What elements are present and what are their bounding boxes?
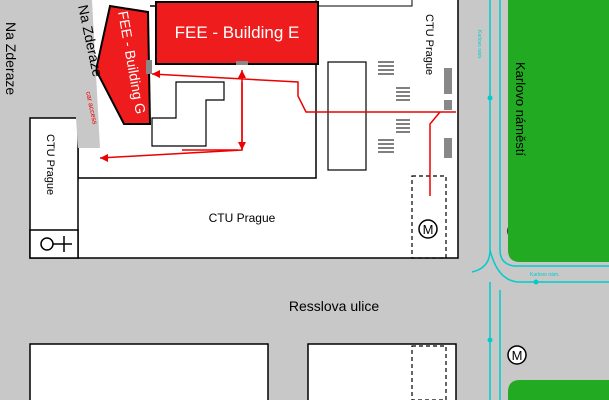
door-markers — [146, 60, 452, 158]
ctu-left-box-label: CTU Prague — [44, 134, 56, 195]
tram-stop-icon — [487, 95, 539, 343]
tram-stop-mid-label: Karlovo nám. — [530, 272, 559, 278]
karlovo-namesti-label: Karlovo náměstí — [513, 62, 528, 156]
inner-building-right — [327, 61, 367, 171]
fee-building-g[interactable] — [94, 4, 152, 125]
fee-building-e[interactable] — [155, 1, 319, 65]
karlovo-namesti-park-south — [508, 380, 609, 400]
karlovo-namesti-park — [508, 0, 609, 262]
svg-text:M: M — [512, 348, 523, 363]
inner-building-left — [151, 81, 225, 147]
female-male-toilet-icon — [40, 236, 72, 252]
route-arrow-icon — [100, 70, 246, 162]
ctu-top-right-label: CTU Prague — [423, 14, 435, 75]
na-zderaze-left-label: Na Zderaze — [3, 22, 19, 95]
south-block-left — [29, 343, 269, 400]
tram-stop-top-label: Karlovo nám. — [476, 30, 482, 59]
na-zderaze-street-strip — [68, 0, 100, 148]
svg-text:M: M — [423, 222, 434, 237]
resslova-ulice-label: Resslova ulice — [289, 298, 379, 314]
fee-building-e-label: FEE - Building E — [175, 23, 300, 42]
metro-entrance-box — [411, 175, 447, 259]
ctu-main-label: CTU Prague — [209, 211, 276, 225]
stairs-icon — [378, 61, 410, 153]
metro-m-icon: M — [418, 219, 438, 239]
metro-entrance-box-south — [411, 345, 447, 400]
south-block-right — [307, 343, 457, 400]
metro-m-icon: M — [507, 345, 527, 365]
